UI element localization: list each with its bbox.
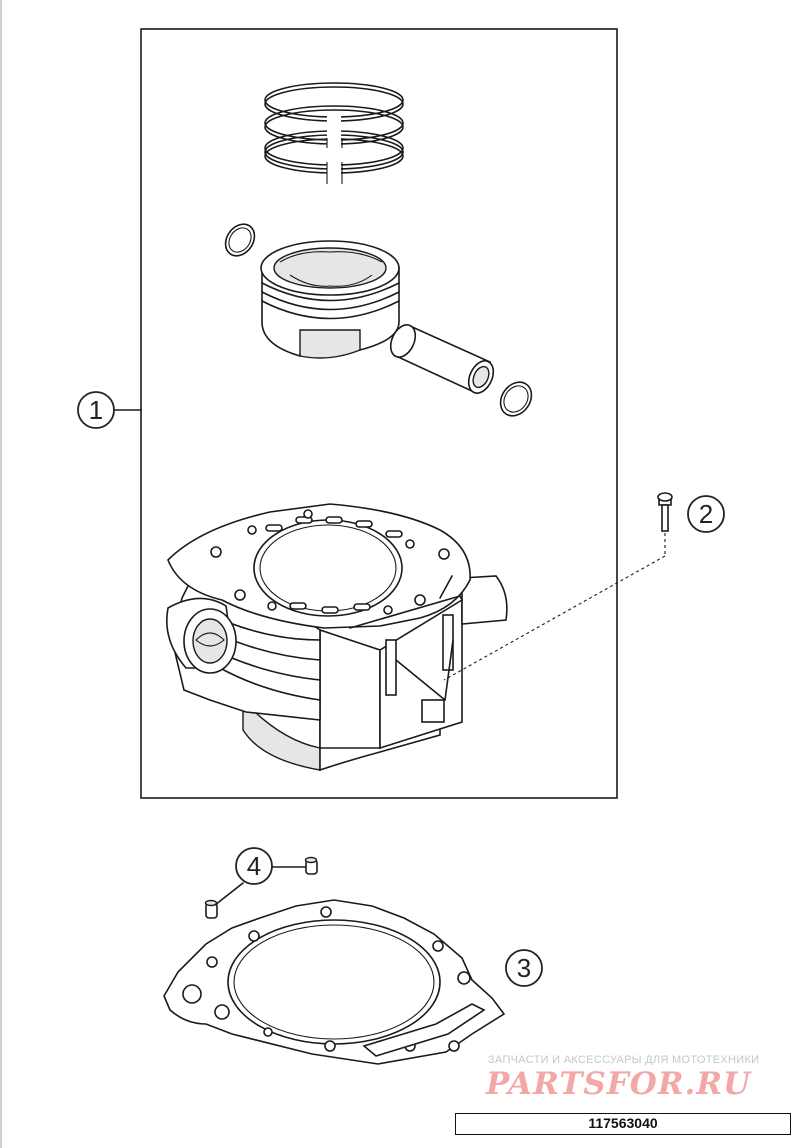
watermark-tagline: ЗАПЧАСТИ И АКСЕССУАРЫ ДЛЯ МОТОТЕХНИКИ: [488, 1054, 760, 1066]
callout-1[interactable]: 1: [77, 391, 115, 429]
callout-3[interactable]: 3: [505, 949, 543, 987]
callout-2-label: 2: [699, 499, 713, 529]
cylinder[interactable]: [166, 503, 508, 772]
watermark-logo: PARTSFOR.RU: [486, 1066, 752, 1102]
cylinder-base-gasket[interactable]: [163, 899, 506, 1065]
piston-pin-circlip-left[interactable]: [220, 219, 261, 262]
drawing-number: 117563040: [455, 1113, 791, 1135]
page-edge: [0, 0, 2, 1148]
callout-1-label: 1: [89, 395, 103, 425]
piston-pin-circlip-right[interactable]: [494, 376, 538, 422]
callout-leaders: [113, 409, 307, 906]
cylinder-bolt[interactable]: [443, 492, 673, 681]
callout-2[interactable]: 2: [687, 495, 725, 533]
piston[interactable]: [260, 240, 400, 359]
piston-pin[interactable]: [386, 321, 498, 397]
kit-frame: [140, 28, 618, 799]
callout-3-label: 3: [517, 953, 531, 983]
dowel-pins[interactable]: [204, 856, 318, 919]
callout-4[interactable]: 4: [235, 847, 273, 885]
piston-rings[interactable]: [264, 82, 404, 184]
callout-4-label: 4: [247, 851, 261, 881]
